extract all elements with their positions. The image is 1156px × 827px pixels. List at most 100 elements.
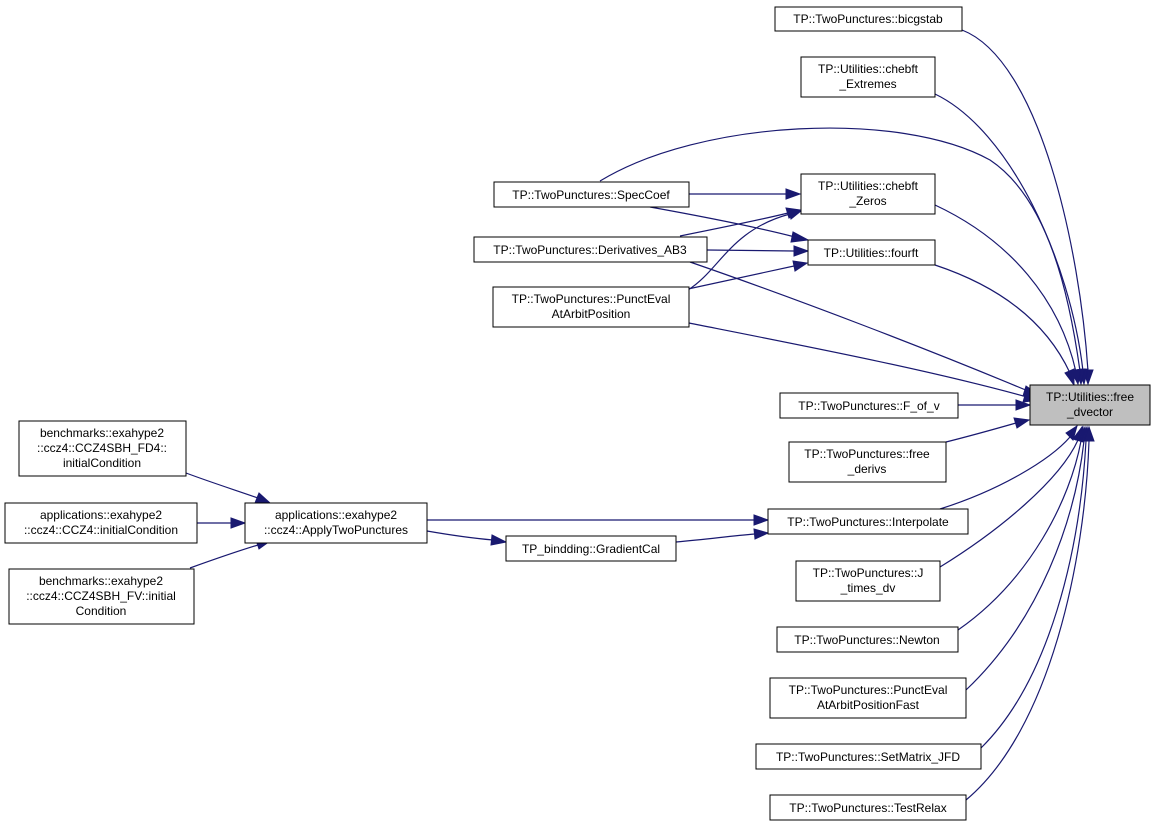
node-label-line: benchmarks::exahype2: [39, 574, 163, 588]
node-label-line: _derivs: [847, 462, 887, 476]
svg-text:TP::TwoPunctures::Interpolate: TP::TwoPunctures::Interpolate: [787, 515, 949, 529]
svg-text:::ccz4::ApplyTwoPunctures: ::ccz4::ApplyTwoPunctures: [264, 523, 408, 537]
edge-free-derivs-to-free-dvector: [945, 417, 1031, 443]
node-label-line: applications::exahype2: [40, 508, 162, 522]
node-label-line: ::ccz4::ApplyTwoPunctures: [264, 523, 408, 537]
edge-spec-coef-to-fourft: [649, 206, 810, 243]
node-j-times-dv[interactable]: TP::TwoPunctures::J _times_dv: [795, 560, 941, 602]
edge-f-of-v-to-free-dvector: [958, 399, 1032, 411]
node-fv-initial-condition[interactable]: benchmarks::exahype2 ::ccz4::CCZ4SBH_FV:…: [8, 568, 195, 625]
edge-newton-to-free-dvector: [957, 425, 1087, 631]
edge-apply-two-punctures-to-interpolate: [427, 514, 770, 526]
node-ccz4-initial-condition[interactable]: applications::exahype2 ::ccz4::CCZ4::ini…: [4, 502, 198, 544]
node-label-line: TP::TwoPunctures::SpecCoef: [512, 188, 670, 202]
edge-punct-eval-to-chebft-zeros: [687, 208, 803, 291]
node-free-dvector[interactable]: TP::Utilities::free _dvector: [1029, 384, 1151, 426]
node-label-line: ::ccz4::CCZ4SBH_FD4::: [37, 441, 167, 455]
svg-text:TP_bindding::GradientCal: TP_bindding::GradientCal: [522, 542, 660, 556]
svg-text:::ccz4::CCZ4SBH_FD4::: ::ccz4::CCZ4SBH_FD4::: [37, 441, 167, 455]
node-label-line: TP::Utilities::chebft: [818, 179, 919, 193]
svg-text:TP::TwoPunctures::PunctEval: TP::TwoPunctures::PunctEval: [512, 292, 671, 306]
node-set-matrix-jfd[interactable]: TP::TwoPunctures::SetMatrix_JFD: [755, 743, 982, 770]
edge-derivatives-ab3-to-free-dvector: [689, 261, 1041, 397]
svg-text:TP::TwoPunctures::bicgstab: TP::TwoPunctures::bicgstab: [793, 12, 943, 26]
node-bicgstab[interactable]: TP::TwoPunctures::bicgstab: [774, 6, 963, 32]
edge-test-relax-to-free-dvector: [965, 425, 1095, 801]
svg-text:_Zeros: _Zeros: [848, 194, 886, 208]
node-label-line: TP_bindding::GradientCal: [522, 542, 660, 556]
nodes: TP::Utilities::free _dvector TP::TwoPunc…: [4, 6, 1151, 821]
node-label-line: TP::TwoPunctures::TestRelax: [789, 801, 946, 815]
node-label-line: _times_dv: [840, 581, 896, 595]
svg-text:TP::Utilities::chebft: TP::Utilities::chebft: [818, 62, 919, 76]
svg-text:AtArbitPositionFast: AtArbitPositionFast: [817, 698, 920, 712]
node-punct-eval-at-arbit-position[interactable]: TP::TwoPunctures::PunctEval AtArbitPosit…: [492, 286, 690, 328]
svg-text:TP::TwoPunctures::SetMatrix_JF: TP::TwoPunctures::SetMatrix_JFD: [776, 750, 960, 764]
svg-text:TP::TwoPunctures::F_of_v: TP::TwoPunctures::F_of_v: [798, 399, 939, 413]
node-fourft[interactable]: TP::Utilities::fourft: [807, 239, 936, 266]
node-f-of-v[interactable]: TP::TwoPunctures::F_of_v: [779, 392, 959, 419]
node-label-line: _dvector: [1066, 405, 1113, 419]
svg-text:TP::Utilities::chebft: TP::Utilities::chebft: [818, 179, 919, 193]
node-punct-eval-at-arbit-position-fast[interactable]: TP::TwoPunctures::PunctEval AtArbitPosit…: [769, 677, 967, 719]
svg-text:::ccz4::CCZ4SBH_FV::initial: ::ccz4::CCZ4SBH_FV::initial: [26, 589, 176, 603]
node-interpolate[interactable]: TP::TwoPunctures::Interpolate: [767, 508, 969, 535]
node-newton[interactable]: TP::TwoPunctures::Newton: [776, 626, 959, 653]
node-gradient-cal[interactable]: TP_bindding::GradientCal: [505, 535, 677, 562]
svg-text:TP::TwoPunctures::SpecCoef: TP::TwoPunctures::SpecCoef: [512, 188, 670, 202]
svg-text:TP::TwoPunctures::PunctEval: TP::TwoPunctures::PunctEval: [789, 683, 948, 697]
node-label-line: AtArbitPosition: [552, 307, 631, 321]
node-chebft-extremes[interactable]: TP::Utilities::chebft _Extremes: [800, 56, 936, 98]
svg-text:TP::TwoPunctures::Newton: TP::TwoPunctures::Newton: [794, 633, 939, 647]
edge-punct-eval-to-fourft: [687, 260, 809, 290]
svg-text:TP::TwoPunctures::TestRelax: TP::TwoPunctures::TestRelax: [789, 801, 946, 815]
node-label-line: TP::TwoPunctures::F_of_v: [798, 399, 939, 413]
node-label-line: TP::Utilities::free: [1046, 390, 1134, 404]
node-label-line: _Extremes: [838, 77, 896, 91]
node-chebft-zeros[interactable]: TP::Utilities::chebft _Zeros: [800, 173, 936, 215]
svg-text:Condition: Condition: [76, 604, 127, 618]
edge-apply-two-punctures-to-gradient-cal: [426, 530, 508, 546]
node-fd4-initial-condition[interactable]: benchmarks::exahype2 ::ccz4::CCZ4SBH_FD4…: [18, 420, 187, 477]
node-label-line: TP::TwoPunctures::PunctEval: [512, 292, 671, 306]
edge-fv-to-apply-two-punctures: [189, 539, 272, 569]
node-label-line: TP::TwoPunctures::free: [804, 447, 930, 461]
edge-j-times-dv-to-free-dvector: [939, 425, 1084, 568]
svg-text:TP::TwoPunctures::J: TP::TwoPunctures::J: [813, 566, 924, 580]
edge-chebft-zeros-to-free-dvector: [934, 204, 1082, 386]
node-label-line: AtArbitPositionFast: [817, 698, 920, 712]
svg-text:_derivs: _derivs: [847, 462, 887, 476]
node-label-line: TP::Utilities::fourft: [824, 246, 919, 260]
svg-text:TP::Utilities::fourft: TP::Utilities::fourft: [824, 246, 919, 260]
svg-text:TP::TwoPunctures::Derivatives_: TP::TwoPunctures::Derivatives_AB3: [493, 243, 687, 257]
svg-text:_dvector: _dvector: [1066, 405, 1113, 419]
node-spec-coef[interactable]: TP::TwoPunctures::SpecCoef: [493, 181, 690, 208]
node-label-line: TP::TwoPunctures::Newton: [794, 633, 939, 647]
svg-text:AtArbitPosition: AtArbitPosition: [552, 307, 631, 321]
node-label-line: TP::TwoPunctures::SetMatrix_JFD: [776, 750, 960, 764]
edge-spec-coef-to-chebft-zeros: [689, 188, 802, 200]
svg-text:initialCondition: initialCondition: [63, 456, 141, 470]
node-label-line: TP::TwoPunctures::Interpolate: [787, 515, 949, 529]
svg-text:applications::exahype2: applications::exahype2: [275, 508, 397, 522]
node-label-line: TP::TwoPunctures::bicgstab: [793, 12, 943, 26]
node-label-line: applications::exahype2: [275, 508, 397, 522]
node-label-line: ::ccz4::CCZ4::initialCondition: [24, 523, 178, 537]
node-label-line: Condition: [76, 604, 127, 618]
svg-text:benchmarks::exahype2: benchmarks::exahype2: [40, 426, 164, 440]
node-label-line: TP::TwoPunctures::J: [813, 566, 924, 580]
node-derivatives-ab3[interactable]: TP::TwoPunctures::Derivatives_AB3: [473, 236, 708, 263]
edge-derivatives-ab3-to-chebft-zeros: [679, 207, 802, 237]
node-label-line: ::ccz4::CCZ4SBH_FV::initial: [26, 589, 176, 603]
svg-text:TP::Utilities::free: TP::Utilities::free: [1046, 390, 1134, 404]
node-apply-two-punctures[interactable]: applications::exahype2 ::ccz4::ApplyTwoP…: [244, 502, 428, 544]
node-free-derivs[interactable]: TP::TwoPunctures::free _derivs: [788, 441, 947, 483]
node-label-line: TP::TwoPunctures::Derivatives_AB3: [493, 243, 687, 257]
edge-interpolate-to-free-dvector: [939, 424, 1078, 510]
node-test-relax[interactable]: TP::TwoPunctures::TestRelax: [769, 794, 967, 821]
svg-text:_Extremes: _Extremes: [838, 77, 896, 91]
edge-punct-eval-to-free-dvector: [688, 322, 1041, 403]
node-label-line: TP::TwoPunctures::PunctEval: [789, 683, 948, 697]
edge-chebft-extremes-to-free-dvector: [934, 93, 1089, 386]
